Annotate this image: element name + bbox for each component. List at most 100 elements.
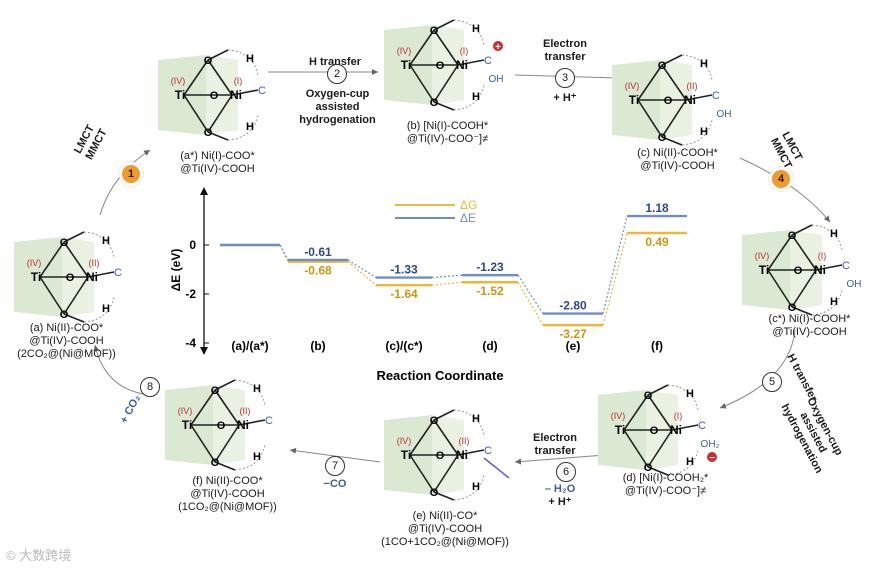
h-atom-bottom: H [472,91,480,103]
bond-1 [39,276,65,315]
state-d-title: (d) [Ni(I)-COOH₂* [622,472,709,484]
bond-4 [433,454,459,493]
y-ticks: 0-2-4 [185,238,209,350]
ni-oxidation-label: (II) [89,258,100,268]
step3-top-text: Electron transfer [535,38,595,64]
ni-atom-label: Ni [230,88,242,102]
o-atom-bottom: O [204,127,213,139]
o-atom-center: O [436,60,445,72]
arrow-cstar-to-d [719,329,796,409]
bond-8 [671,424,699,431]
h-bond-dashes [234,379,266,471]
data-label-dG-5: 0.49 [645,235,669,249]
ti-oxidation-label: (IV) [171,76,186,86]
arrow-d-to-e [514,454,606,465]
ni-oxidation-label: (I) [818,251,827,261]
ti-cluster-shading [742,230,790,310]
h-atom-bottom: H [830,296,838,308]
ti-atom-label: Ti [759,263,769,277]
step6-line2: transfer [534,445,576,457]
bond-6 [433,19,455,31]
step6-line1: Electron [532,432,577,444]
bond-7 [63,313,85,323]
ti-oxidation-label: (IV) [755,251,770,261]
ti-cluster-shading [158,55,206,135]
bond-8 [685,94,713,101]
x-tick-label-1: (b) [310,339,325,353]
bond-3 [647,394,673,431]
bond-6 [214,379,236,391]
state-a-title: (a) Ni(II)-COO* [29,322,104,334]
step6-top-text: Electron transfer [525,432,585,458]
step7-text: −CO [323,478,347,490]
state-astar-line2: @Ti(IV)-COOH [180,163,255,175]
state-cstar-line2: @Ti(IV)-COOH [772,326,847,338]
h-atom-bottom: H [472,481,480,493]
o-atom-bottom: O [658,132,667,144]
ni-oxidation-label: (I) [234,76,243,86]
data-label-dG-4: -3.27 [559,327,587,341]
step2-badge: 2 [327,64,347,84]
step2-line3: hydrogenation [299,114,376,126]
arrow-c-to-cstar [739,157,831,223]
bond-4 [214,424,240,463]
bond-6 [661,54,683,66]
bond-8 [238,419,266,426]
ni-oxidation-label: (I) [460,46,469,56]
c-atom-ligand: C [698,420,706,432]
bond-7 [661,136,683,146]
bond-6 [647,384,669,396]
bond-1 [409,454,435,493]
h-atom-bottom: H [253,451,261,463]
charge-sign-plus: + [495,42,501,53]
ti-atom-label: Ti [629,93,639,107]
h-atom-bottom: H [246,121,254,133]
y-axis-title: ΔE (eV) [169,249,183,292]
data-label-dE-5: 1.18 [645,201,669,215]
ni-oxidation-label: (II) [240,406,251,416]
bond-3 [433,29,459,66]
h-bond-dashes [667,384,699,476]
h-atom-bottom: H [686,456,694,468]
connector-dE-0 [279,244,289,261]
bond-3 [63,241,89,278]
oh-ligand-label: OH [847,279,862,290]
state-astar-title: (a*) Ni(I)-COO* [180,150,255,162]
bond-4 [791,269,817,308]
h-atom-top: H [472,23,480,35]
bond-4 [207,94,233,133]
bond-1 [183,94,209,133]
o-atom-bottom: O [644,462,653,474]
o-atom-bottom: O [430,97,439,109]
bond-1 [767,269,793,308]
step6-badge: 6 [556,462,576,482]
h-atom-bottom: H [102,303,110,315]
state-f-title: (f) Ni(II)-COO* [192,475,263,487]
step2-top-text: H transfer [309,56,361,68]
bond-7 [214,461,236,471]
connector-dG-1 [347,261,377,286]
ni-atom-label: Ni [684,93,696,107]
bond-7 [207,131,229,141]
charge-circle-minus [707,452,717,462]
state-f-line2: @Ti(IV)-COOH [190,488,265,500]
state-b-line2: @Ti(IV)-COO⁻]≠ [406,133,489,145]
step6-line4: + H⁺ [548,496,572,508]
step1-light-icon: 1 [122,165,140,183]
ti-atom-label: Ti [401,448,411,462]
step3-bottom-text: + H⁺ [553,92,577,104]
ti-atom-label: Ti [401,58,411,72]
step3-line2: transfer [544,51,586,63]
bond-7 [647,466,669,476]
bond-8 [457,449,485,456]
oh-ligand-label: OH₂ [701,439,720,450]
bond-7 [433,101,455,111]
connector-dG-3 [517,281,544,326]
bond-4 [661,99,687,138]
state-b-title: (b) [Ni(I)-COOH* [406,120,489,132]
bond-3 [433,419,459,456]
ni-atom-label: Ni [237,418,249,432]
